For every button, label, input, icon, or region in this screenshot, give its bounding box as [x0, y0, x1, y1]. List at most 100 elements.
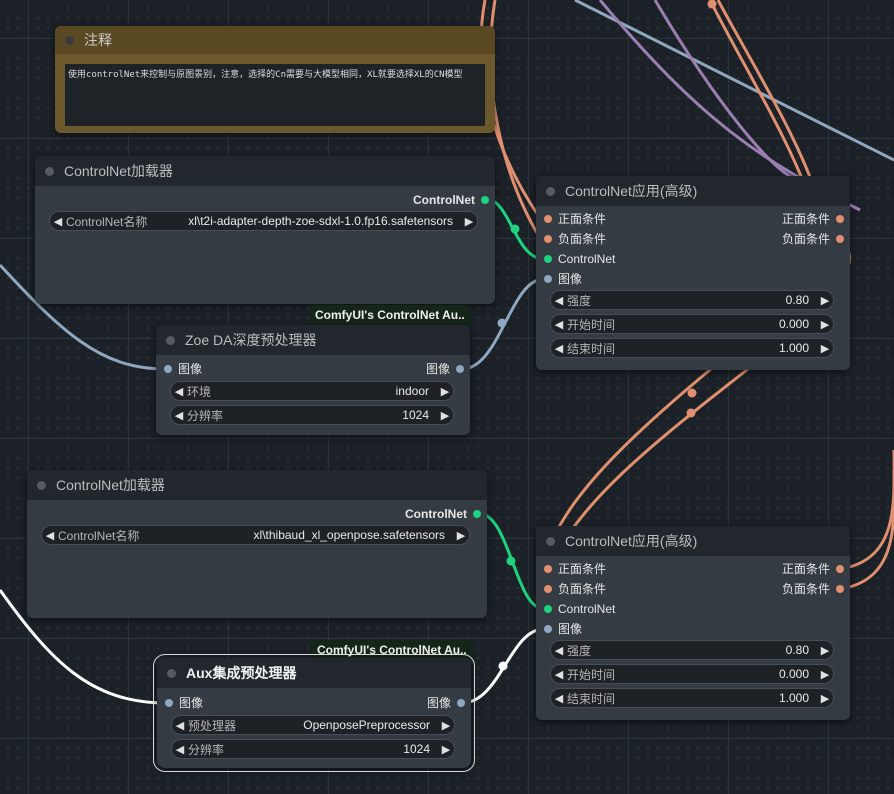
arrow-left-icon[interactable]: ◀ — [45, 529, 55, 542]
resolution-number[interactable]: ◀ 分辨率 1024 ▶ — [170, 405, 454, 425]
input-image[interactable]: 图像 — [540, 621, 582, 637]
input-controlnet[interactable]: ControlNet — [540, 251, 615, 267]
output-positive[interactable]: 正面条件 — [782, 211, 846, 227]
arrow-right-icon[interactable]: ▶ — [456, 529, 466, 542]
input-image[interactable]: 图像 — [160, 361, 202, 377]
input-image[interactable]: 图像 — [540, 271, 582, 287]
resolution-number[interactable]: ◀ 分辨率 1024 ▶ — [171, 739, 455, 759]
link-loader2-to-apply2 — [477, 511, 545, 611]
node-title-bar[interactable]: ControlNet应用(高级) — [536, 526, 850, 556]
widget-label: 分辨率 — [188, 742, 225, 757]
input-pin[interactable] — [544, 235, 552, 243]
controlnet-loader-node-1[interactable]: ControlNet加载器 ControlNet ◀ ControlNet名称 … — [35, 156, 495, 304]
end-percent-number[interactable]: ◀ 结束时间 1.000 ▶ — [550, 338, 834, 358]
output-pin[interactable] — [473, 510, 481, 518]
node-title-bar[interactable]: ControlNet加载器 — [27, 470, 487, 500]
output-negative[interactable]: 负面条件 — [782, 581, 846, 597]
note-node[interactable]: 注释 — [55, 26, 495, 133]
input-negative[interactable]: 负面条件 — [540, 581, 606, 597]
controlnet-name-combo[interactable]: ◀ ControlNet名称 xl\thibaud_xl_openpose.sa… — [41, 525, 470, 545]
output-positive[interactable]: 正面条件 — [782, 561, 846, 577]
output-pin[interactable] — [836, 235, 844, 243]
arrow-right-icon[interactable]: ▶ — [820, 342, 830, 355]
start-percent-number[interactable]: ◀ 开始时间 0.000 ▶ — [550, 664, 834, 684]
output-controlnet[interactable]: ControlNet — [405, 506, 483, 522]
output-pin[interactable] — [457, 699, 465, 707]
zoe-depth-preprocessor-node[interactable]: Zoe DA深度预处理器 图像 图像 ◀ 环境 indoor ▶ ◀ 分辨率 1… — [156, 325, 470, 435]
arrow-right-icon[interactable]: ▶ — [440, 409, 450, 422]
arrow-left-icon[interactable]: ◀ — [554, 294, 564, 307]
input-pin[interactable] — [544, 275, 552, 283]
collapse-dot-icon[interactable] — [37, 480, 46, 490]
arrow-left-icon[interactable]: ◀ — [554, 644, 564, 657]
widget-label: 结束时间 — [567, 341, 616, 356]
input-pin[interactable] — [544, 565, 552, 573]
arrow-right-icon[interactable]: ▶ — [441, 743, 451, 756]
input-controlnet[interactable]: ControlNet — [540, 601, 615, 617]
arrow-left-icon[interactable]: ◀ — [554, 668, 564, 681]
widget-value: 0.80 — [785, 293, 809, 307]
start-percent-number[interactable]: ◀ 开始时间 0.000 ▶ — [550, 314, 834, 334]
note-textarea[interactable] — [65, 64, 485, 126]
input-pin[interactable] — [544, 215, 552, 223]
collapse-dot-icon[interactable] — [166, 335, 175, 345]
input-pin[interactable] — [544, 625, 552, 633]
node-title-bar[interactable]: Aux集成预处理器 — [157, 658, 471, 688]
arrow-left-icon[interactable]: ◀ — [554, 342, 564, 355]
output-pin[interactable] — [836, 215, 844, 223]
arrow-right-icon[interactable]: ▶ — [820, 294, 830, 307]
arrow-left-icon[interactable]: ◀ — [554, 692, 564, 705]
input-positive[interactable]: 正面条件 — [540, 211, 606, 227]
node-title-bar[interactable]: Zoe DA深度预处理器 — [156, 325, 470, 355]
output-pin[interactable] — [836, 585, 844, 593]
arrow-right-icon[interactable]: ▶ — [820, 668, 830, 681]
arrow-right-icon[interactable]: ▶ — [464, 215, 474, 228]
arrow-right-icon[interactable]: ▶ — [820, 644, 830, 657]
preprocessor-combo[interactable]: ◀ 预处理器 OpenposePreprocessor ▶ — [171, 715, 455, 735]
output-pin[interactable] — [481, 196, 489, 204]
controlnet-name-combo[interactable]: ◀ ControlNet名称 xl\t2i-adapter-depth-zoe-… — [49, 211, 478, 231]
arrow-left-icon[interactable]: ◀ — [175, 743, 185, 756]
arrow-right-icon[interactable]: ▶ — [441, 719, 451, 732]
collapse-dot-icon[interactable] — [546, 186, 555, 196]
strength-number[interactable]: ◀ 强度 0.80 ▶ — [550, 640, 834, 660]
arrow-left-icon[interactable]: ◀ — [554, 318, 564, 331]
collapse-dot-icon[interactable] — [45, 166, 54, 176]
collapse-dot-icon[interactable] — [167, 668, 176, 678]
input-pin[interactable] — [544, 605, 552, 613]
strength-number[interactable]: ◀ 强度 0.80 ▶ — [550, 290, 834, 310]
controlnet-apply-advanced-node-2[interactable]: ControlNet应用(高级) 正面条件 负面条件 ControlNet 图像… — [536, 526, 850, 720]
node-title-bar[interactable]: ControlNet应用(高级) — [536, 176, 850, 206]
arrow-left-icon[interactable]: ◀ — [174, 409, 184, 422]
input-pin[interactable] — [164, 365, 172, 373]
controlnet-loader-node-2[interactable]: ControlNet加载器 ControlNet ◀ ControlNet名称 … — [27, 470, 487, 618]
collapse-dot-icon[interactable] — [65, 35, 74, 45]
link-cond-top-c — [708, 0, 812, 201]
output-pin[interactable] — [456, 365, 464, 373]
arrow-left-icon[interactable]: ◀ — [174, 385, 184, 398]
aux-preprocessor-node[interactable]: Aux集成预处理器 图像 图像 ◀ 预处理器 OpenposePreproces… — [153, 654, 475, 772]
end-percent-number[interactable]: ◀ 结束时间 1.000 ▶ — [550, 688, 834, 708]
input-image[interactable]: 图像 — [161, 695, 203, 711]
widget-label: 强度 — [567, 643, 592, 658]
output-image[interactable]: 图像 — [427, 695, 467, 711]
arrow-right-icon[interactable]: ▶ — [440, 385, 450, 398]
collapse-dot-icon[interactable] — [546, 536, 555, 546]
output-pin[interactable] — [836, 565, 844, 573]
arrow-right-icon[interactable]: ▶ — [820, 692, 830, 705]
note-title-bar[interactable]: 注释 — [55, 26, 495, 54]
arrow-right-icon[interactable]: ▶ — [820, 318, 830, 331]
output-negative[interactable]: 负面条件 — [782, 231, 846, 247]
arrow-left-icon[interactable]: ◀ — [53, 215, 63, 228]
input-negative[interactable]: 负面条件 — [540, 231, 606, 247]
output-image[interactable]: 图像 — [426, 361, 466, 377]
environment-combo[interactable]: ◀ 环境 indoor ▶ — [170, 381, 454, 401]
input-positive[interactable]: 正面条件 — [540, 561, 606, 577]
input-pin[interactable] — [544, 585, 552, 593]
node-title-bar[interactable]: ControlNet加载器 — [35, 156, 495, 186]
arrow-left-icon[interactable]: ◀ — [175, 719, 185, 732]
input-pin[interactable] — [544, 255, 552, 263]
input-pin[interactable] — [165, 699, 173, 707]
controlnet-apply-advanced-node-1[interactable]: ControlNet应用(高级) 正面条件 负面条件 ControlNet 图像… — [536, 176, 850, 370]
output-controlnet[interactable]: ControlNet — [413, 192, 491, 208]
